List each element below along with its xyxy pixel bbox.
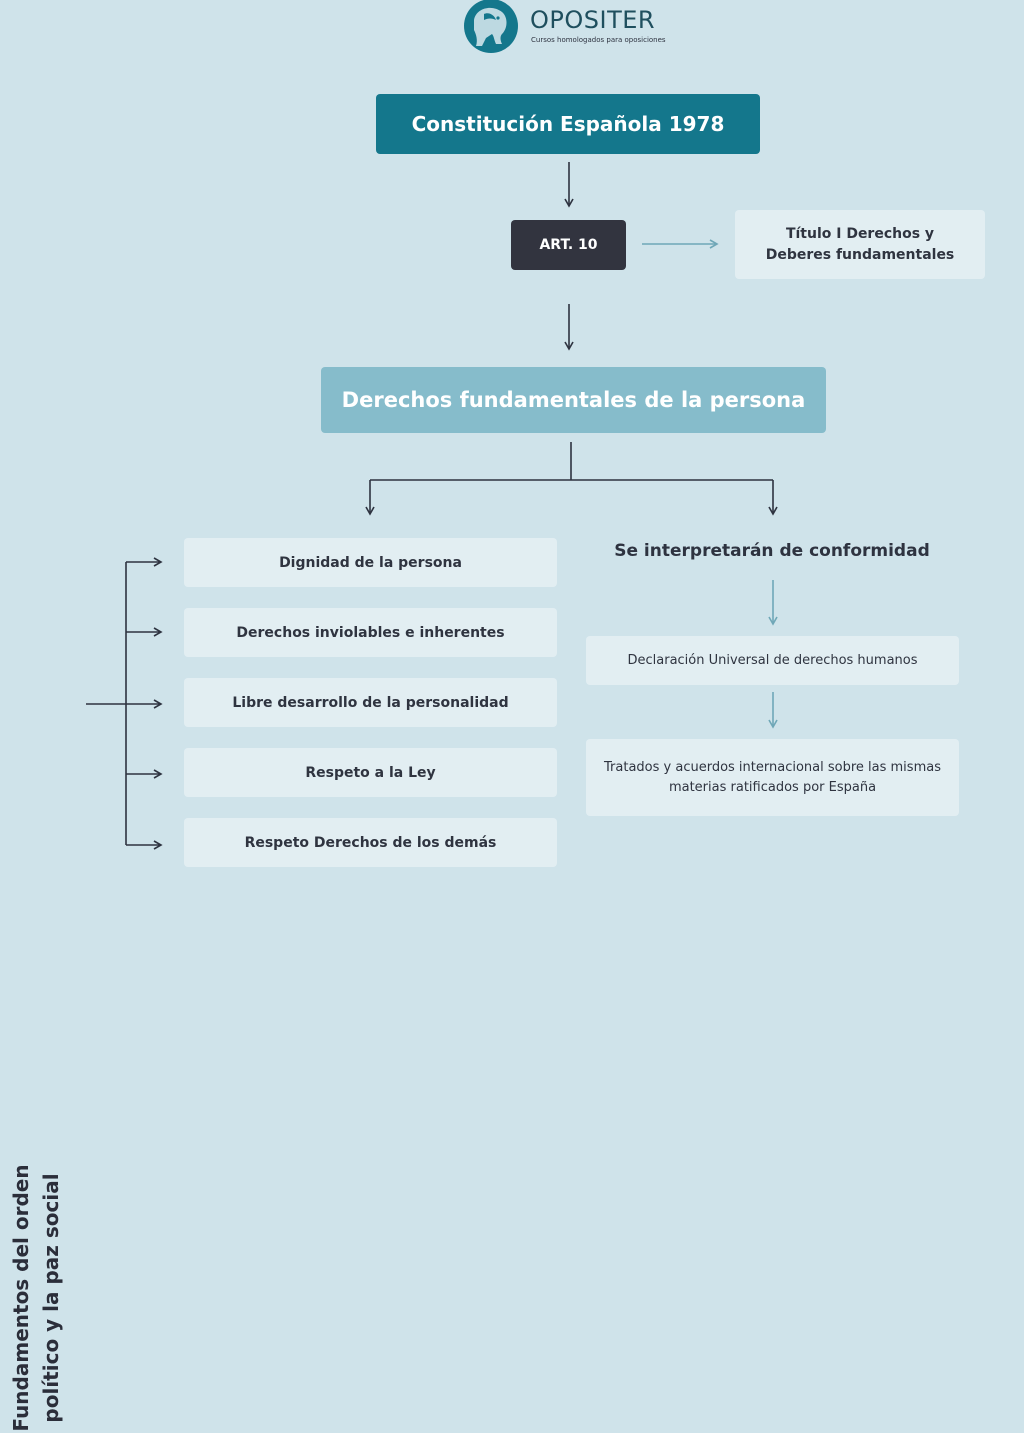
fundamento-item-derechos-inviolables: Derechos inviolables e inherentes: [184, 608, 557, 657]
logo-tagline: Cursos homologados para oposiciones: [531, 36, 666, 44]
split-connector: [365, 442, 778, 516]
fundamento-item-label: Dignidad de la persona: [279, 554, 462, 571]
fundamento-item-label: Derechos inviolables e inherentes: [236, 624, 505, 641]
node-derechos-label: Derechos fundamentales de la persona: [341, 388, 806, 412]
diagram-connectors: [86, 162, 778, 850]
fundamento-item-dignidad: Dignidad de la persona: [184, 538, 557, 587]
fundamentos-bracket: [86, 557, 163, 850]
node-declaracion-universal: Declaración Universal de derechos humano…: [586, 636, 959, 685]
node-interpretaran: Se interpretarán de conformidad: [600, 541, 944, 569]
node-art10: ART. 10: [511, 220, 626, 270]
fundamento-item-libre-desarrollo: Libre desarrollo de la personalidad: [184, 678, 557, 727]
node-tratados-label: Tratados y acuerdos internacional sobre …: [604, 759, 941, 795]
fundamento-item-label: Libre desarrollo de la personalidad: [232, 694, 509, 711]
elephant-logo-icon: [464, 0, 518, 53]
node-constitucion: Constitución Española 1978: [376, 94, 760, 154]
node-interpretaran-label: Se interpretarán de conformidad: [614, 541, 930, 561]
fundamento-item-label: Respeto Derechos de los demás: [244, 834, 497, 851]
node-declaracion-label: Declaración Universal de derechos humano…: [627, 652, 918, 668]
node-derechos-fundamentales: Derechos fundamentales de la persona: [321, 367, 826, 433]
node-titulo1-label: Título I Derechos y Deberes fundamentale…: [765, 225, 955, 263]
node-titulo1: Título I Derechos y Deberes fundamentale…: [735, 210, 985, 279]
node-tratados: Tratados y acuerdos internacional sobre …: [586, 739, 959, 816]
logo[interactable]: OPOSITER Cursos homologados para oposici…: [462, 0, 692, 54]
node-art10-label: ART. 10: [539, 237, 598, 253]
logo-name: OPOSITER: [530, 6, 656, 34]
fundamento-item-label: Respeto a la Ley: [305, 764, 436, 781]
fundamentos-vertical-label: Fundamentos del orden político y la paz …: [9, 1164, 63, 1432]
fundamento-item-respeto-derechos-demas: Respeto Derechos de los demás: [184, 818, 557, 867]
node-constitucion-label: Constitución Española 1978: [411, 112, 725, 136]
fundamento-item-respeto-ley: Respeto a la Ley: [184, 748, 557, 797]
